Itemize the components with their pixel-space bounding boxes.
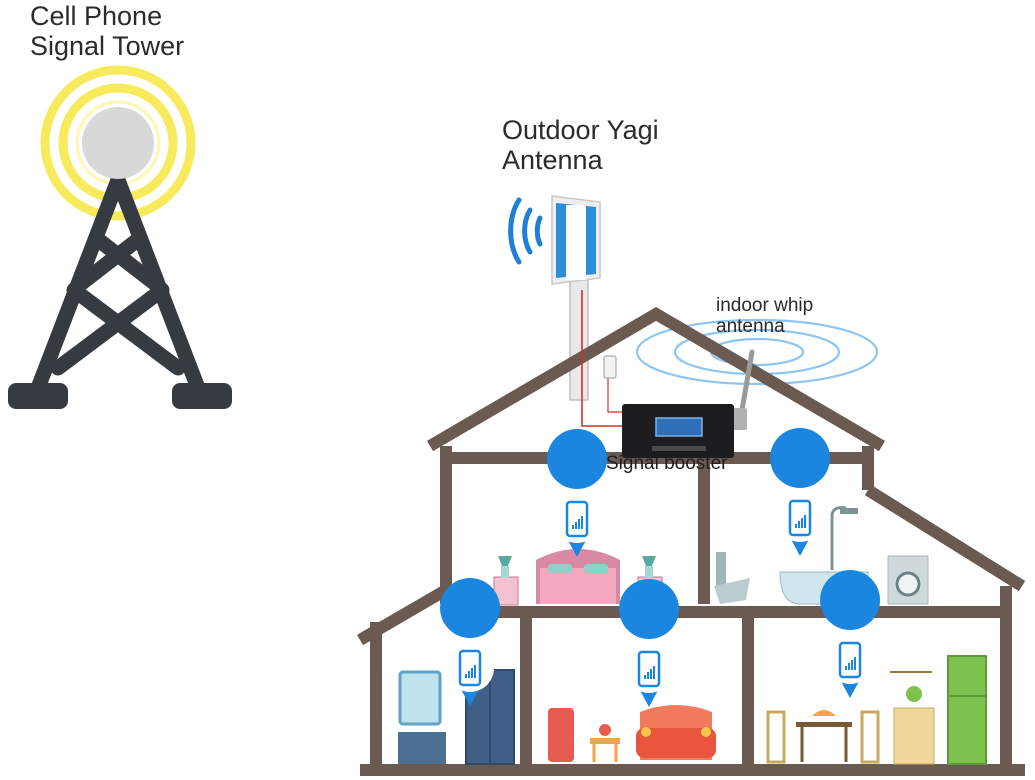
power-adapter — [603, 355, 617, 379]
signal-pin-icon — [768, 426, 832, 558]
signal-booster-label: Signal booster — [606, 453, 728, 474]
whip-antenna — [739, 349, 755, 413]
room-kitchen — [766, 568, 987, 765]
tower-foot-right — [172, 383, 232, 409]
house-outline — [356, 307, 1026, 776]
room-living — [548, 577, 716, 762]
tower-foot-left — [8, 383, 68, 409]
yagi-antenna — [508, 195, 601, 401]
signal-booster-unit — [622, 349, 755, 458]
booster-display — [655, 417, 703, 437]
tower-dish — [82, 107, 154, 179]
yagi-antenna-label: Outdoor Yagi Antenna — [502, 115, 659, 175]
whip-antenna-label: indoor whip antenna — [716, 295, 814, 337]
signal-pin-icon — [818, 568, 882, 700]
room-bedroom-upper — [493, 427, 663, 606]
signal-pin-icon — [617, 577, 681, 709]
cell-tower — [8, 65, 232, 409]
yagi-wave-icon — [508, 197, 543, 265]
room-bedroom-lower — [398, 576, 515, 765]
cell-tower-label: Cell Phone Signal Tower — [30, 1, 185, 61]
signal-pin-icon — [545, 427, 609, 559]
